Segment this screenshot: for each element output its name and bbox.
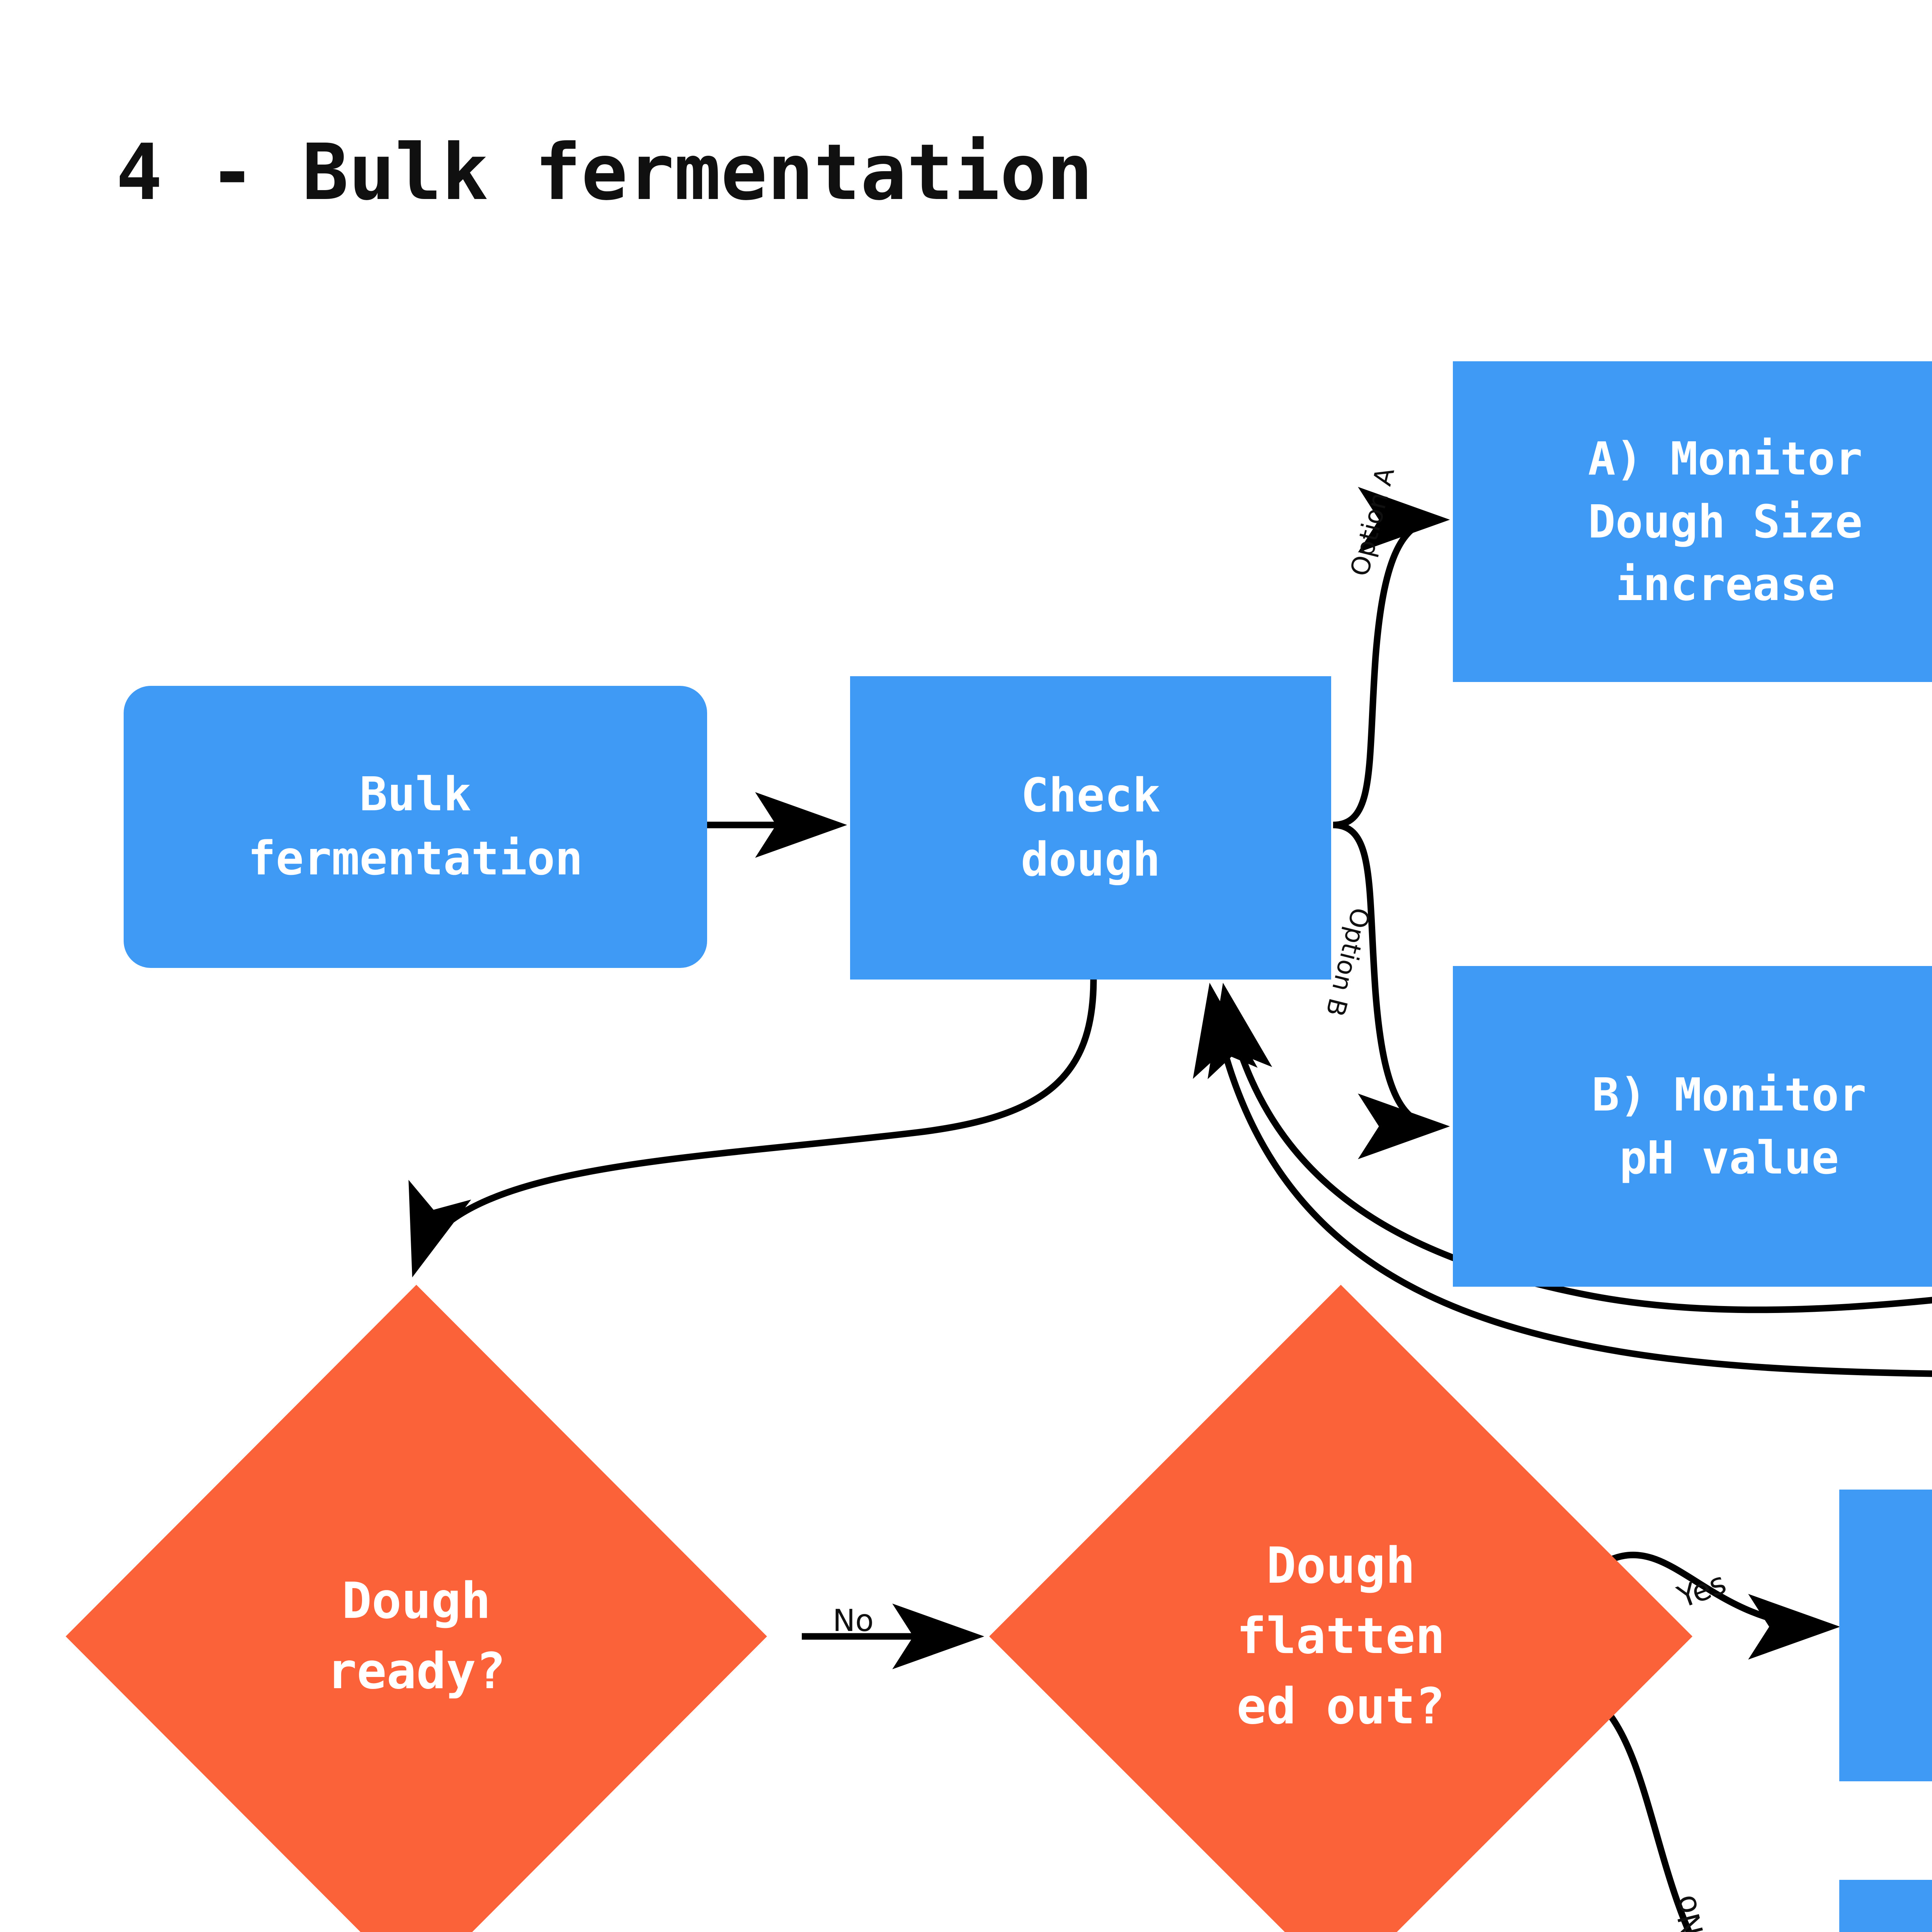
node-dough-flattened-out[interactable]: Dough flatten ed out?: [989, 1285, 1692, 1932]
edge-wait-to-check: [1193, 983, 1932, 1377]
edge-check-to-monitor-size: [1333, 487, 1450, 828]
node-check-dough-label: Check dough: [1020, 769, 1161, 887]
edge-stretch-to-check: [1208, 983, 1932, 1313]
edge-check-to-monitor-ph: [1333, 821, 1450, 1159]
node-monitor-dough-size[interactable]: A) Monitor Dough Size increase: [1453, 361, 1932, 682]
node-dough-ready[interactable]: Dough ready?: [66, 1285, 767, 1932]
node-monitor-ph-value[interactable]: B) Monitor pH value: [1453, 966, 1932, 1287]
edge-check-to-dough-ready: [408, 979, 1097, 1277]
edge-dough-flattened-to-stretch: [1606, 1551, 1840, 1660]
node-stretch-and-fold[interactable]: Stretch and fold: [1839, 1490, 1932, 1781]
edge-label-ready-no: No: [833, 1604, 874, 1638]
node-monitor-ph-value-label: B) Monitor pH value: [1592, 1068, 1867, 1184]
node-wait-60-minutes[interactable]: Wait 60 minutes: [1839, 1880, 1932, 1932]
node-dough-flattened-out-label: Dough flatten ed out?: [1236, 1537, 1445, 1735]
node-dough-ready-label: Dough ready?: [327, 1572, 506, 1700]
page-title: 4 - Bulk fermentation: [116, 128, 1093, 218]
node-monitor-dough-size-label: A) Monitor Dough Size increase: [1588, 432, 1863, 611]
edge-dough-flattened-to-wait: [1605, 1709, 1693, 1932]
node-check-dough[interactable]: Check dough: [850, 676, 1331, 980]
node-bulk-fermentation-label: Bulk fermentation: [248, 768, 583, 886]
node-bulk-fermentation[interactable]: Bulk fermentation: [124, 686, 707, 968]
